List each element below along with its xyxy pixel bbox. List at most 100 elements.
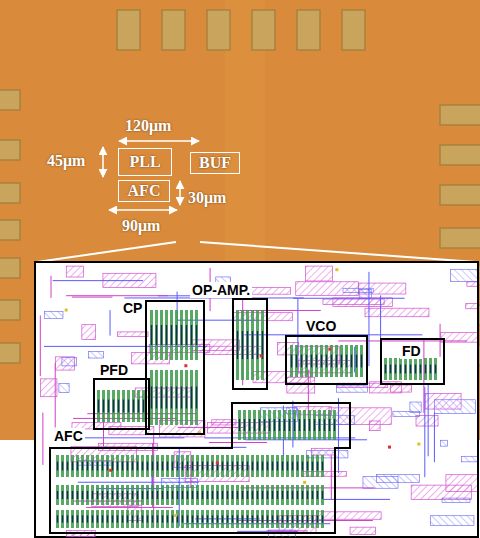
transistor-finger xyxy=(127,390,130,422)
contact xyxy=(277,462,278,471)
transistor-finger xyxy=(206,510,209,528)
transistor-finger xyxy=(181,455,184,477)
transistor-finger xyxy=(283,410,286,440)
transistor-finger xyxy=(276,455,279,477)
transistor-finger xyxy=(175,310,178,360)
transistor-finger xyxy=(360,345,363,377)
contact xyxy=(351,355,352,368)
bond-pad xyxy=(440,185,480,205)
contact xyxy=(267,491,268,499)
transistor-finger xyxy=(246,485,249,505)
transistor-finger xyxy=(136,485,139,505)
contact xyxy=(102,515,103,522)
transistor-finger xyxy=(97,390,100,422)
bond-pad xyxy=(252,10,275,50)
contact xyxy=(92,515,93,522)
dimension-label: 120μm xyxy=(125,117,171,135)
contact xyxy=(138,400,139,413)
contact xyxy=(181,325,182,345)
transistor-finger xyxy=(196,510,199,528)
contact xyxy=(252,462,253,471)
poly-layer xyxy=(44,311,63,318)
contact xyxy=(98,400,99,413)
transistor-finger xyxy=(195,370,198,425)
transistor-finger xyxy=(111,510,114,528)
contact xyxy=(57,515,58,522)
contact xyxy=(122,462,123,471)
transistor-finger xyxy=(286,510,289,528)
contact xyxy=(196,387,197,409)
transistor-finger xyxy=(221,455,224,477)
contact xyxy=(282,515,283,522)
transistor-finger xyxy=(316,485,319,505)
transistor-finger xyxy=(226,455,229,477)
contact xyxy=(57,462,58,471)
block-outline xyxy=(50,403,350,533)
transistor-finger xyxy=(251,510,254,528)
transistor-finger xyxy=(286,485,289,505)
transistor-finger xyxy=(281,510,284,528)
transistor-finger xyxy=(176,485,179,505)
transistor-finger xyxy=(271,455,274,477)
transistor-finger xyxy=(221,485,224,505)
contact xyxy=(249,419,250,431)
pll-block: PLL xyxy=(118,148,172,176)
contact xyxy=(142,462,143,471)
contact xyxy=(425,365,426,374)
contact xyxy=(196,325,197,345)
bond-pad xyxy=(440,145,480,165)
transistor-finger xyxy=(246,510,249,528)
contact xyxy=(92,491,93,499)
transistor-finger xyxy=(106,510,109,528)
contact xyxy=(171,387,172,409)
contact xyxy=(137,515,138,522)
transistor-finger xyxy=(333,410,336,440)
transistor-finger xyxy=(290,345,293,377)
transistor-finger xyxy=(180,370,183,425)
wire xyxy=(51,276,52,298)
transistor-finger xyxy=(166,510,169,528)
cp-block: CP xyxy=(145,300,205,435)
contact xyxy=(147,491,148,499)
transistor-finger xyxy=(355,345,358,377)
transistor-finger xyxy=(301,455,304,477)
via xyxy=(260,354,263,357)
transistor-finger xyxy=(96,510,99,528)
transistor-finger xyxy=(106,485,109,505)
transistor-finger xyxy=(122,390,125,422)
contact xyxy=(128,400,129,413)
contact xyxy=(137,491,138,499)
contact xyxy=(166,325,167,345)
transistor-finger xyxy=(116,455,119,477)
transistor-finger xyxy=(251,485,254,505)
contact xyxy=(151,387,152,409)
transistor-finger xyxy=(190,310,193,360)
transistor-finger xyxy=(107,390,110,422)
contact xyxy=(257,331,258,359)
transistor-finger xyxy=(165,370,168,425)
contact xyxy=(92,462,93,471)
transistor-finger xyxy=(141,485,144,505)
contact xyxy=(331,355,332,368)
via xyxy=(65,309,68,312)
contact xyxy=(181,387,182,409)
contact xyxy=(142,491,143,499)
contact xyxy=(212,462,213,471)
transistor-finger xyxy=(296,455,299,477)
contact xyxy=(212,491,213,499)
contact xyxy=(117,515,118,522)
wire xyxy=(424,387,425,477)
bond-pad xyxy=(342,10,365,50)
contact xyxy=(222,462,223,471)
contact xyxy=(77,462,78,471)
contact xyxy=(122,491,123,499)
wire xyxy=(53,280,143,281)
wire xyxy=(178,427,245,428)
transistor-finger xyxy=(151,485,154,505)
transistor-finger xyxy=(180,310,183,360)
bond-pad xyxy=(0,343,20,363)
contact xyxy=(176,387,177,409)
transistor-finger xyxy=(160,310,163,360)
contact xyxy=(272,515,273,522)
transistor-finger xyxy=(434,358,437,380)
